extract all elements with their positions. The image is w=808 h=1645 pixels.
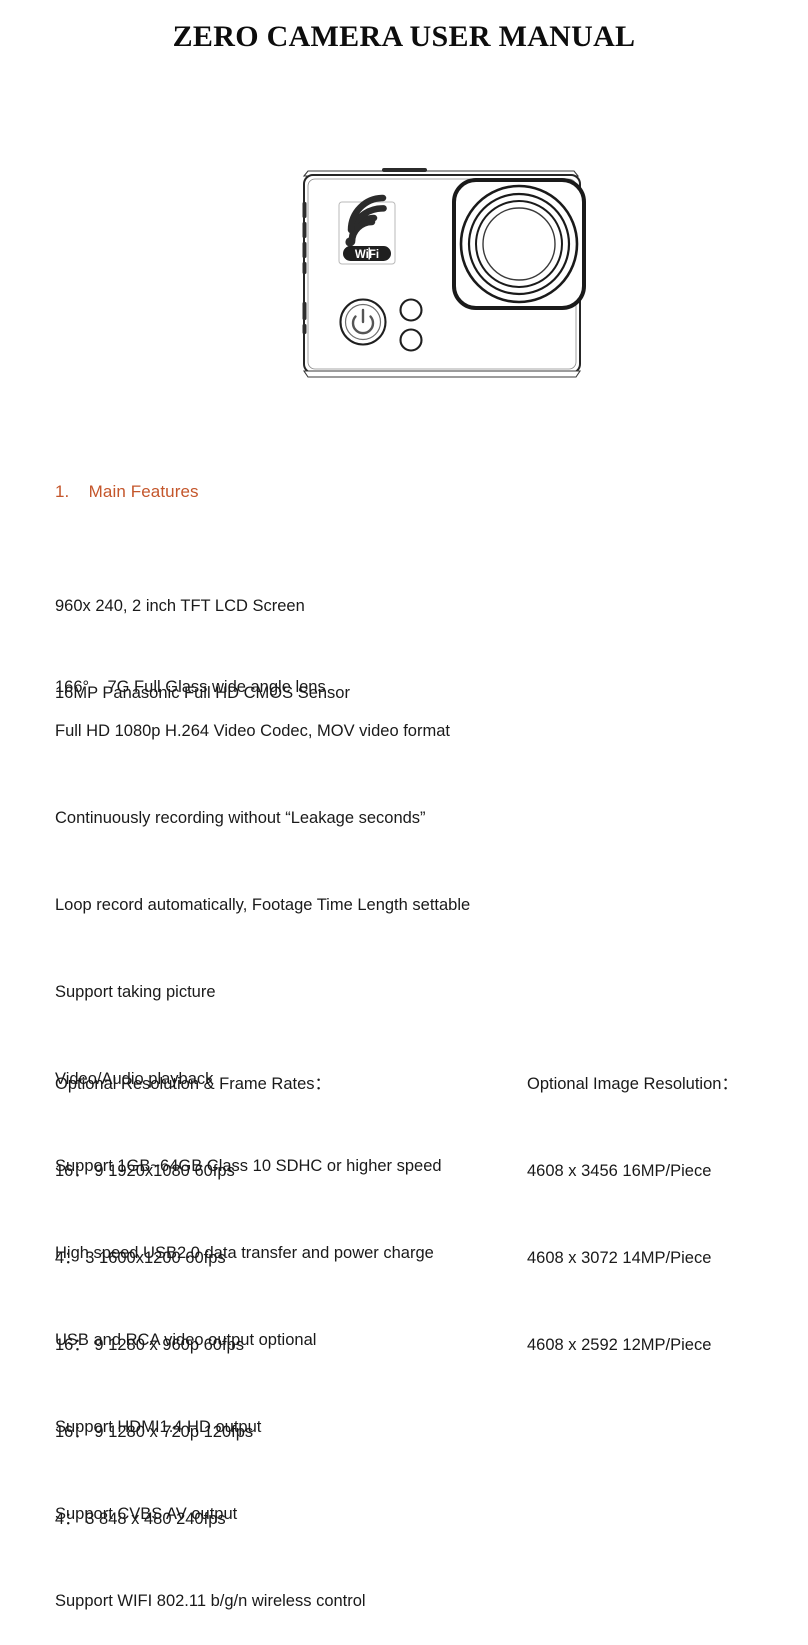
- lens-spec-block: 166° 7G Full Glass wide angle lens: [55, 615, 326, 731]
- feature-item: Support 1GB~64GB Class 10 SDHC or higher…: [55, 1157, 442, 1175]
- feature-item: Full HD 1080p H.264 Video Codec, MOV vid…: [55, 722, 450, 740]
- column-header: Optional Image Resolution：: [527, 1075, 738, 1093]
- resolution-row: 16： 9 1280 x 960p 60fps: [55, 1336, 244, 1354]
- camera-illustration: WiFi: [282, 158, 602, 388]
- section-heading-main-features: 1. Main Features: [55, 482, 199, 501]
- image-resolution-column: Optional Image Resolution： 4608 x 3456 1…: [527, 1012, 738, 1389]
- resolution-row: 4： 3 848 x 480 240fps: [55, 1510, 226, 1528]
- feature-item: Support WIFI 802.11 b/g/n wireless contr…: [55, 1592, 366, 1610]
- spec-line: 960x 240, 2 inch TFT LCD Screen: [55, 597, 305, 615]
- power-icon: [351, 308, 375, 335]
- feature-item: Video/Audio playback: [55, 1070, 214, 1088]
- spec-line: 16MP Panasonic Full HD CMOS Sensor: [55, 684, 350, 702]
- resolution-row: 4： 3 1600x1200 60fps: [55, 1249, 226, 1267]
- wifi-logo: WiFi: [338, 194, 396, 265]
- power-button: [339, 298, 387, 346]
- resolution-row: 16： 9 1920x1080 60fps: [55, 1162, 235, 1180]
- image-resolution-row: 4608 x 3072 14MP/Piece: [527, 1249, 712, 1267]
- image-resolution-row: 4608 x 3456 16MP/Piece: [527, 1162, 712, 1180]
- small-button-bottom: [399, 328, 423, 352]
- column-header: Optional Resolution & Frame Rates：: [55, 1075, 332, 1093]
- lens-assembly: [452, 178, 586, 310]
- feature-item: Continuously recording without “Leakage …: [55, 809, 426, 827]
- resolution-frame-rates-column: Optional Resolution & Frame Rates： 16： 9…: [55, 1012, 331, 1563]
- camera-side-grip: [302, 202, 307, 334]
- feature-item: Support taking picture: [55, 983, 216, 1001]
- camera-bottom-bezel: [302, 370, 582, 378]
- spec-line: 166° 7G Full Glass wide angle lens: [55, 678, 326, 696]
- small-button-top: [399, 298, 423, 322]
- screen-specs-block: 960x 240, 2 inch TFT LCD Screen 16MP Pan…: [55, 534, 350, 737]
- page-title: ZERO CAMERA USER MANUAL: [172, 20, 636, 53]
- wifi-logo-text: WiFi: [355, 249, 379, 261]
- feature-item: Loop record automatically, Footage Time …: [55, 896, 471, 914]
- image-resolution-row: 4608 x 2592 12MP/Piece: [527, 1336, 712, 1354]
- resolution-row: 16： 9 1280 x 720p 120fps: [55, 1423, 254, 1441]
